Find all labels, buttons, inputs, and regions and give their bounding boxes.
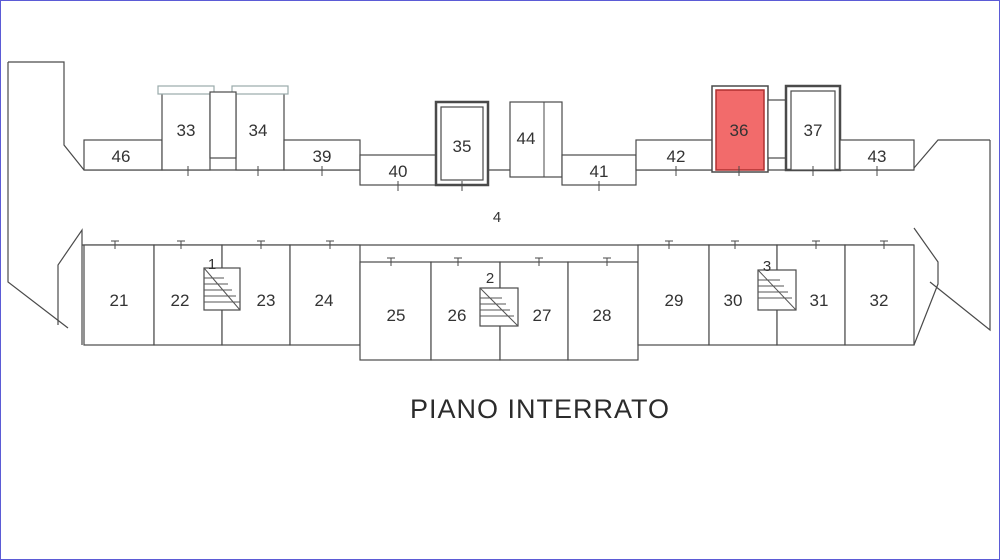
unit-label: 23 <box>257 291 276 310</box>
corridor-label: 4 <box>493 209 501 226</box>
unit-32[interactable]: 32 <box>844 244 915 346</box>
unit-label: 32 <box>870 291 889 310</box>
unit-21[interactable]: 21 <box>83 244 155 346</box>
unit-46[interactable]: 46 <box>83 139 163 171</box>
unit-42[interactable]: 42 <box>635 139 717 171</box>
unit-24[interactable]: 24 <box>289 244 361 346</box>
unit-label: 24 <box>315 291 334 310</box>
unit-label: 25 <box>387 306 406 325</box>
top-door-ticks <box>187 166 878 191</box>
right-outer-wall <box>913 139 990 169</box>
unit-label: 35 <box>453 137 472 156</box>
unit-39[interactable]: 39 <box>283 139 361 171</box>
left-outer-wall-lower <box>7 62 69 329</box>
right-outer-wall-lower <box>929 140 991 332</box>
unit-33[interactable]: 33 <box>157 85 215 171</box>
stair-label: 1 <box>208 256 216 273</box>
unit-43[interactable]: 43 <box>839 139 915 171</box>
unit-label: 37 <box>804 121 823 140</box>
unit-label: 27 <box>533 306 552 325</box>
right-ramp-wall <box>913 227 939 346</box>
unit-label: 21 <box>110 291 129 310</box>
unit-label: 30 <box>724 291 743 310</box>
unit-40[interactable]: 40 <box>359 154 437 186</box>
stair-3: 3 <box>757 258 797 311</box>
unit-label: 43 <box>868 147 887 166</box>
stair-2: 2 <box>479 270 519 327</box>
unit-36[interactable]: 36 <box>711 85 769 173</box>
unit-35[interactable]: 35 <box>434 100 490 187</box>
unit-label: 36 <box>730 121 749 140</box>
left-outer-wall <box>8 61 85 171</box>
unit-label: 39 <box>313 147 332 166</box>
unit-29[interactable]: 29 <box>637 244 710 346</box>
unit-41[interactable]: 41 <box>561 154 637 186</box>
left-ramp-wall <box>57 228 83 345</box>
unit-label: 41 <box>590 162 609 181</box>
unit-label: 33 <box>177 121 196 140</box>
unit-label: 28 <box>593 306 612 325</box>
unit-label: 46 <box>112 147 131 166</box>
unit-25[interactable]: 25 <box>359 261 432 361</box>
unit-label: 22 <box>171 291 190 310</box>
unit-label: 34 <box>249 121 268 140</box>
unit-34[interactable]: 34 <box>231 85 289 171</box>
unit-28[interactable]: 28 <box>567 261 639 361</box>
unit-label: 26 <box>448 306 467 325</box>
unit-label: 42 <box>667 147 686 166</box>
stair-label: 3 <box>763 258 771 275</box>
stair-label: 2 <box>486 270 494 287</box>
unit-label: 31 <box>810 291 829 310</box>
stair-1: 1 <box>203 256 241 311</box>
shaft <box>209 91 237 159</box>
unit-label: 44 <box>517 129 536 148</box>
unit-44[interactable]: 44 <box>509 101 563 178</box>
bottom-door-ticks <box>111 240 888 266</box>
unit-37[interactable]: 37 <box>784 84 842 172</box>
unit-label: 29 <box>665 291 684 310</box>
floor-title: PIANO INTERRATO <box>410 394 670 424</box>
unit-label: 40 <box>389 162 408 181</box>
